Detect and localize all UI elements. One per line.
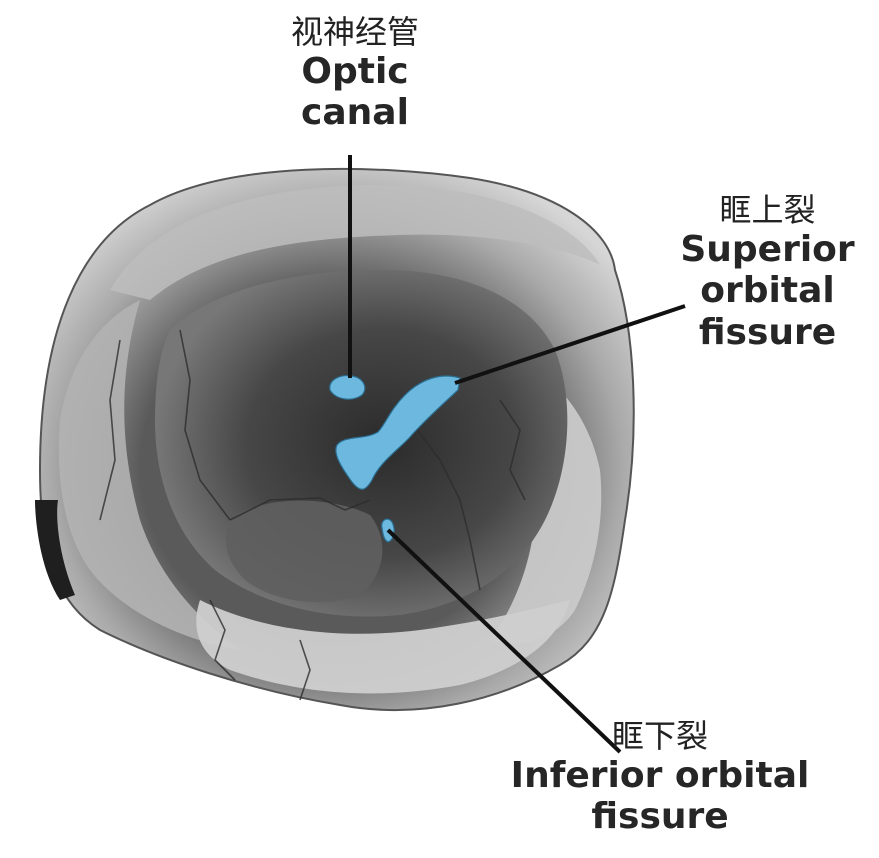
orbital-floor	[225, 500, 383, 603]
label-optic-canal-en-1: Optic	[301, 50, 409, 92]
zygomatic-notch	[35, 500, 75, 600]
label-superior-orbital-fissure-en-2: orbital	[700, 270, 835, 312]
label-optic-canal: 视神经管 Optic canal	[250, 14, 460, 134]
label-inferior-orbital-fissure: 眶下裂 Inferior orbital fissure	[480, 718, 840, 838]
label-inferior-orbital-fissure-en-2: fissure	[591, 796, 729, 838]
superior-orbital-fissure-leader	[454, 304, 686, 385]
label-superior-orbital-fissure-en-1: Superior	[680, 228, 855, 270]
upper-orbital-rim	[110, 185, 600, 300]
optic-canal-highlight	[329, 375, 366, 400]
lower-orbital-rim	[196, 600, 570, 694]
label-optic-canal-zh: 视神经管	[290, 13, 419, 51]
label-superior-orbital-fissure-zh: 眶上裂	[719, 191, 816, 229]
inferior-orbital-fissure-leader	[386, 528, 622, 754]
label-inferior-orbital-fissure-en-1: Inferior orbital	[510, 754, 810, 796]
superior-orbital-fissure-highlight	[335, 375, 461, 490]
label-superior-orbital-fissure: 眶上裂 Superior orbital fissure	[660, 192, 875, 353]
label-superior-orbital-fissure-en-3: fissure	[698, 311, 837, 353]
lateral-wall	[58, 300, 240, 650]
bone-sutures	[99, 329, 526, 701]
label-inferior-orbital-fissure-zh: 眶下裂	[611, 717, 708, 755]
label-optic-canal-en-2: canal	[301, 92, 409, 134]
